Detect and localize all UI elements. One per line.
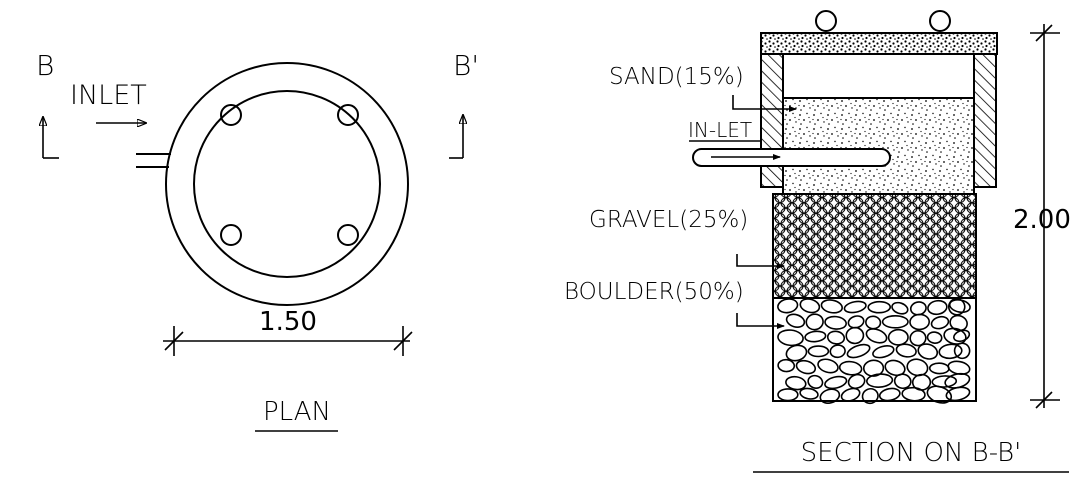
boulder-stone bbox=[901, 386, 926, 402]
boulder-stone bbox=[953, 342, 971, 360]
boulder-label: BOULDER(50%) bbox=[564, 279, 744, 305]
vent-pipe-left bbox=[815, 10, 837, 32]
boulder-stone bbox=[820, 299, 843, 314]
section-label-b: B bbox=[36, 49, 54, 82]
boulder-stone bbox=[878, 387, 901, 402]
section-inlet-label: IN-LET bbox=[688, 118, 752, 142]
boulder-stone bbox=[843, 300, 867, 314]
boulder-stone bbox=[799, 298, 821, 314]
pipe-circle-bottom-left bbox=[220, 224, 242, 246]
boulder-stone bbox=[824, 375, 848, 390]
boulder-stone bbox=[777, 298, 799, 314]
boulder-stone bbox=[867, 300, 892, 314]
boulder-stone bbox=[840, 387, 861, 402]
boulder-stone bbox=[895, 343, 917, 358]
boulder-stone bbox=[829, 344, 846, 359]
boulder-stone bbox=[819, 388, 841, 404]
section-marker-right bbox=[449, 115, 463, 159]
boulder-stone bbox=[927, 299, 948, 316]
section-inlet-pipe bbox=[692, 148, 891, 167]
boulder-stone bbox=[795, 359, 817, 375]
boulder-stone bbox=[845, 326, 865, 345]
boulder-stone bbox=[881, 314, 909, 329]
wall-left bbox=[760, 53, 784, 188]
plan-view: INLET B B' 1.50 PLAN bbox=[36, 49, 479, 432]
boulder-stone bbox=[861, 387, 879, 405]
boulder-stone bbox=[824, 315, 847, 330]
height-value: 2.00 bbox=[1013, 205, 1071, 235]
boulder-stone bbox=[838, 360, 863, 376]
boulder-stone bbox=[930, 315, 950, 330]
boulder-stone bbox=[846, 343, 871, 359]
boulder-stone bbox=[862, 359, 885, 377]
boulder-stone bbox=[953, 329, 971, 343]
diameter-dimension bbox=[163, 326, 413, 356]
sand-layer bbox=[782, 97, 975, 195]
boulder-stone bbox=[872, 345, 895, 359]
boulder-stone bbox=[865, 328, 888, 344]
boulder-stone bbox=[804, 330, 827, 343]
cover-slab bbox=[760, 32, 998, 55]
boulder-stone bbox=[777, 388, 799, 402]
boulder-stone bbox=[949, 314, 968, 332]
plan-inlet-label: INLET bbox=[70, 80, 147, 111]
boulder-stone bbox=[805, 313, 824, 331]
boulder-stone bbox=[926, 331, 943, 344]
plan-title: PLAN bbox=[263, 397, 331, 427]
section-label-b-prime: B' bbox=[453, 49, 479, 82]
boulder-stone bbox=[785, 344, 808, 362]
boulder-stone bbox=[799, 387, 819, 400]
gravel-label: GRAVEL(25%) bbox=[589, 207, 748, 233]
sand-label: SAND(15%) bbox=[609, 64, 744, 90]
boulder-stone bbox=[948, 299, 971, 314]
boulder-stone bbox=[817, 358, 839, 374]
boulder-stone bbox=[909, 329, 927, 347]
inner-ring bbox=[193, 90, 381, 278]
pipe-circle-top-left bbox=[220, 104, 242, 126]
boulder-stone bbox=[777, 358, 796, 373]
boulder-stone bbox=[777, 329, 804, 347]
gravel-layer bbox=[772, 193, 977, 299]
diameter-value: 1.50 bbox=[259, 307, 317, 337]
boulder-stone bbox=[847, 373, 866, 390]
boulder-stone bbox=[887, 328, 909, 346]
boulder-stone bbox=[891, 301, 909, 315]
boulder-stone bbox=[893, 373, 912, 390]
boulder-stone bbox=[906, 358, 929, 377]
gravel-leader bbox=[736, 254, 785, 269]
boulder-stone bbox=[945, 386, 971, 402]
pipe-circle-bottom-right bbox=[337, 224, 359, 246]
section-view: IN-LET SAND(15%) GRAVEL(25%) BOULDER(50%… bbox=[564, 10, 1071, 473]
boulder-stone bbox=[931, 375, 958, 388]
boulder-stone bbox=[866, 373, 894, 388]
wall-right bbox=[973, 53, 997, 188]
section-marker-left bbox=[43, 117, 59, 159]
boulder-stone bbox=[826, 330, 846, 345]
height-dimension bbox=[1030, 24, 1060, 409]
boulder-leader bbox=[736, 313, 785, 329]
outer-ring bbox=[165, 62, 409, 306]
boulder-stone bbox=[917, 343, 939, 360]
boulder-layer bbox=[772, 297, 977, 405]
boulder-stone bbox=[947, 298, 966, 316]
boulder-stone bbox=[909, 313, 930, 331]
sand-leader bbox=[732, 95, 797, 112]
boulder-stone bbox=[926, 385, 953, 404]
boulder-stone bbox=[884, 359, 906, 377]
boulder-stone bbox=[785, 375, 807, 391]
boulder-stone bbox=[807, 374, 824, 389]
section-title: SECTION ON B-B' bbox=[801, 438, 1022, 468]
boulder-stone bbox=[807, 345, 830, 358]
vent-pipe-right bbox=[929, 10, 951, 32]
boulder-stone bbox=[785, 313, 806, 328]
boulder-stone bbox=[938, 343, 963, 360]
pipe-circle-top-right bbox=[337, 104, 359, 126]
